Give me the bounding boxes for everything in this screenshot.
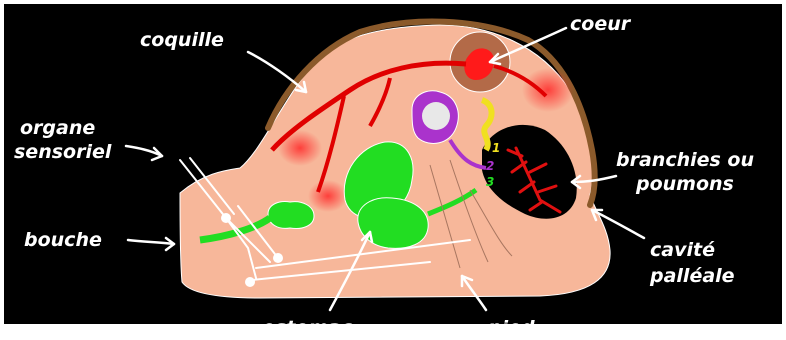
label-branchies-line1: branchies ou	[616, 149, 754, 171]
blood-glow	[308, 180, 348, 212]
blood-glow	[522, 68, 574, 112]
gland-label-2: 2	[486, 159, 494, 173]
ganglion	[273, 253, 283, 263]
label-cavite-line2: palléale	[649, 265, 735, 287]
label-coeur: coeur	[570, 13, 632, 35]
label-cavite-line1: cavité	[650, 239, 715, 261]
label-bouche: bouche	[24, 229, 102, 251]
gland-label-3: 3	[486, 175, 494, 189]
label-pied: pied	[487, 317, 535, 339]
ganglion	[245, 277, 255, 287]
label-branchies-line2: poumons	[635, 173, 734, 195]
gland-label-1: 1	[492, 141, 500, 155]
label-estomac: estomac	[262, 317, 353, 339]
crop	[268, 202, 314, 229]
label-organe-line2: sensoriel	[14, 141, 112, 163]
label-coquille: coquille	[140, 29, 224, 51]
gonad-eggs	[422, 102, 450, 130]
label-organe-line1: organe	[20, 117, 95, 139]
ganglion	[221, 213, 231, 223]
